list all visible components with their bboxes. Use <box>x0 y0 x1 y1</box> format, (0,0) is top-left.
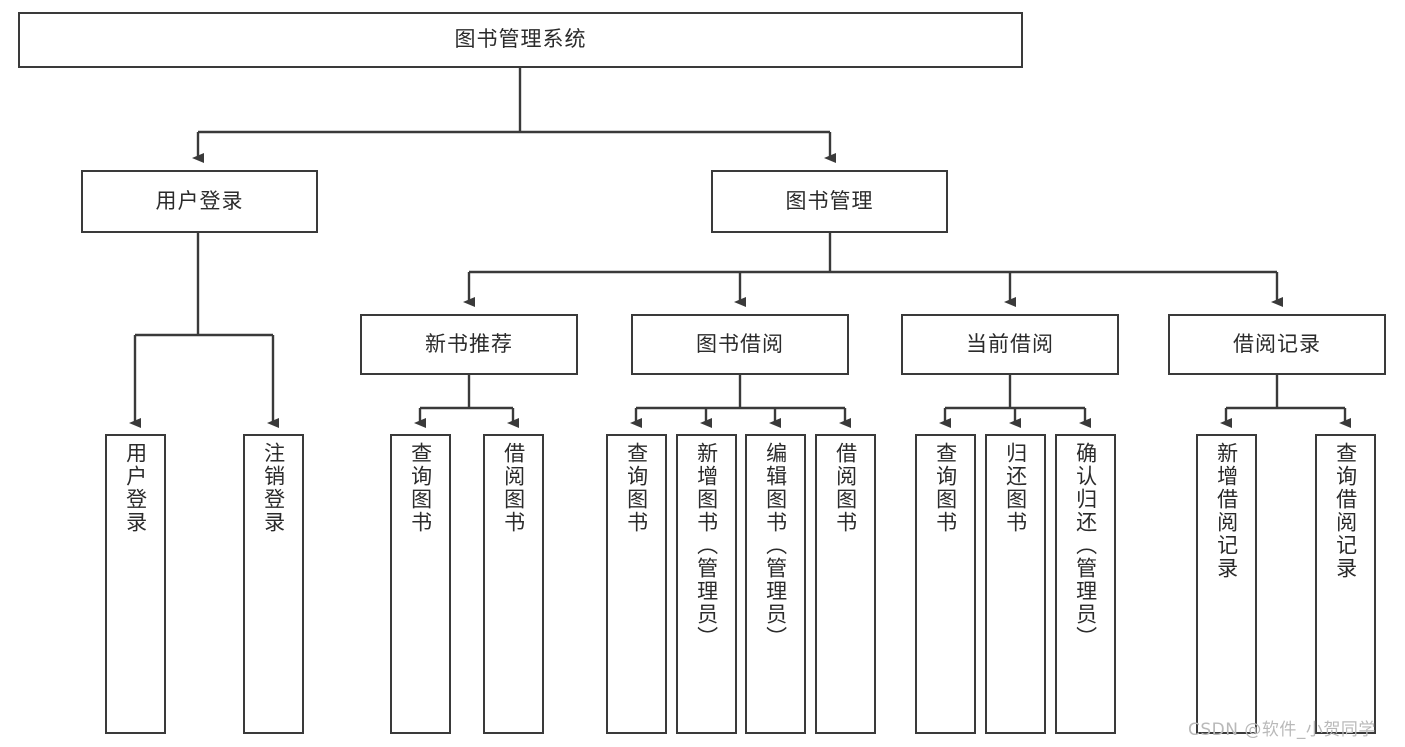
node-current-borrow-label: 当前借阅 <box>966 331 1054 356</box>
node-borrow-record[interactable]: 借阅记录 <box>1168 314 1386 375</box>
node-leaf-add-book-admin-label: 新增图书（管理员） <box>694 442 719 649</box>
node-leaf-user-login[interactable]: 用户登录 <box>105 434 166 734</box>
node-current-borrow[interactable]: 当前借阅 <box>901 314 1119 375</box>
node-leaf-confirm-return-admin[interactable]: 确认归还（管理员） <box>1055 434 1116 734</box>
watermark: CSDN @软件_小贺同学 <box>1188 720 1376 740</box>
node-leaf-borrow-book[interactable]: 借阅图书 <box>815 434 876 734</box>
node-leaf-borrow-query-book-label: 查询图书 <box>624 442 649 534</box>
node-user-login[interactable]: 用户登录 <box>81 170 318 233</box>
node-leaf-add-book-admin[interactable]: 新增图书（管理员） <box>676 434 737 734</box>
node-leaf-logout[interactable]: 注销登录 <box>243 434 304 734</box>
node-leaf-return-book-label: 归还图书 <box>1003 442 1028 534</box>
node-leaf-current-query-book-label: 查询图书 <box>933 442 958 534</box>
node-leaf-return-book[interactable]: 归还图书 <box>985 434 1046 734</box>
node-leaf-logout-label: 注销登录 <box>261 442 286 534</box>
node-leaf-borrow-book-label: 借阅图书 <box>833 442 858 534</box>
node-leaf-edit-book-admin-label: 编辑图书（管理员） <box>763 442 788 649</box>
node-leaf-add-borrow-record[interactable]: 新增借阅记录 <box>1196 434 1257 734</box>
node-leaf-confirm-return-admin-label: 确认归还（管理员） <box>1073 442 1098 649</box>
node-book-management-label: 图书管理 <box>785 188 874 213</box>
node-leaf-current-query-book[interactable]: 查询图书 <box>915 434 976 734</box>
node-user-login-label: 用户登录 <box>155 188 244 213</box>
node-borrow-record-label: 借阅记录 <box>1233 331 1321 356</box>
node-leaf-query-borrow-record-label: 查询借阅记录 <box>1333 442 1358 580</box>
node-leaf-user-login-label: 用户登录 <box>123 442 148 534</box>
node-leaf-recommend-borrow-book[interactable]: 借阅图书 <box>483 434 544 734</box>
node-book-borrow-label: 图书借阅 <box>696 331 784 356</box>
node-book-borrow[interactable]: 图书借阅 <box>631 314 849 375</box>
node-root-label: 图书管理系统 <box>454 27 587 52</box>
node-leaf-query-borrow-record[interactable]: 查询借阅记录 <box>1315 434 1376 734</box>
node-leaf-borrow-query-book[interactable]: 查询图书 <box>606 434 667 734</box>
node-new-book-recommend-label: 新书推荐 <box>425 331 513 356</box>
node-leaf-edit-book-admin[interactable]: 编辑图书（管理员） <box>745 434 806 734</box>
node-new-book-recommend[interactable]: 新书推荐 <box>360 314 578 375</box>
node-leaf-recommend-query-book-label: 查询图书 <box>408 442 433 534</box>
node-leaf-recommend-query-book[interactable]: 查询图书 <box>390 434 451 734</box>
node-root[interactable]: 图书管理系统 <box>18 12 1023 68</box>
node-book-management[interactable]: 图书管理 <box>711 170 948 233</box>
node-leaf-add-borrow-record-label: 新增借阅记录 <box>1214 442 1239 580</box>
node-leaf-recommend-borrow-book-label: 借阅图书 <box>501 442 526 534</box>
